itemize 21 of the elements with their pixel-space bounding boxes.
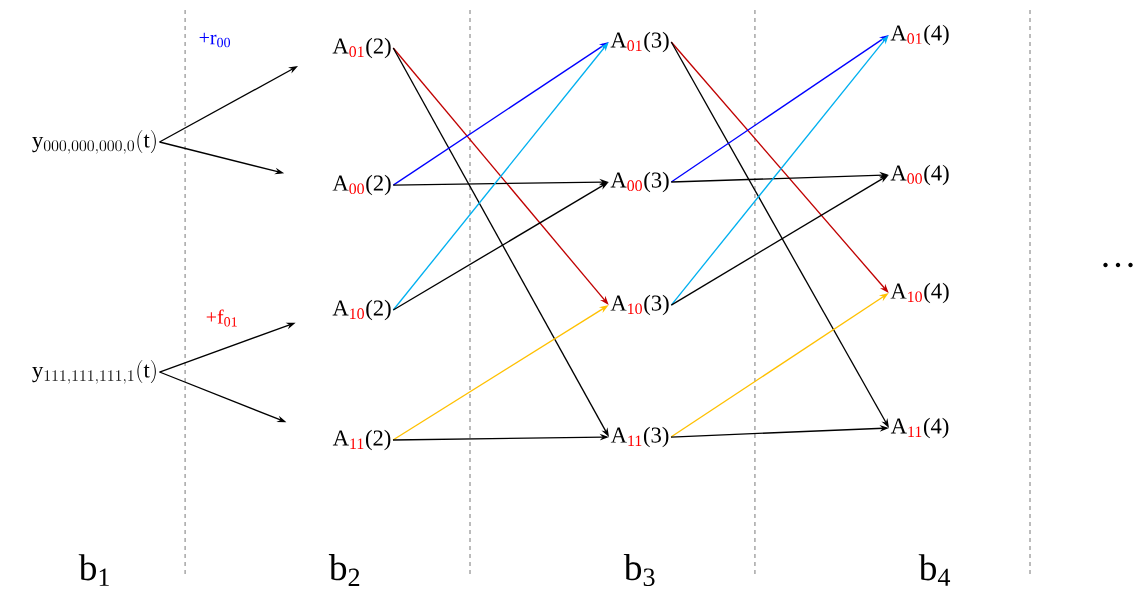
state-label: $\mathrm{y}_{111,111,111,1}(\mathrm{t})$ <box>32 360 156 384</box>
state-label: A$_{11}$(3) <box>610 426 669 448</box>
state-label: A$_{00}$(2) <box>332 174 391 196</box>
state-label: A$_{11}$(4) <box>890 417 949 439</box>
edge-label: +f$_{01}$ <box>206 309 237 327</box>
edge-label: +r$_{00}$ <box>199 32 231 48</box>
state-label: $\mathrm{y}_{000,000,000,0}(\mathrm{t})$ <box>32 130 156 154</box>
state-label: A$_{10}$(2) <box>332 299 391 321</box>
column-label: b$_{1}$ <box>78 554 109 586</box>
state-label: A$_{01}$(4) <box>890 24 949 46</box>
state-label: A$_{11}$(2) <box>332 429 391 451</box>
state-label: A$_{01}$(3) <box>610 31 669 53</box>
column-label: b$_{2}$ <box>328 554 360 586</box>
state-label: A$_{00}$(3) <box>610 171 669 193</box>
state-label: A$_{01}$(2) <box>332 37 391 59</box>
state-label: A$_{10}$(4) <box>890 282 949 304</box>
state-label: A$_{10}$(3) <box>610 294 669 316</box>
state-label: A$_{00}$(4) <box>890 164 949 186</box>
column-label: … <box>1103 262 1133 268</box>
column-label: b$_{4}$ <box>918 554 951 586</box>
column-label: b$_{3}$ <box>623 553 655 586</box>
